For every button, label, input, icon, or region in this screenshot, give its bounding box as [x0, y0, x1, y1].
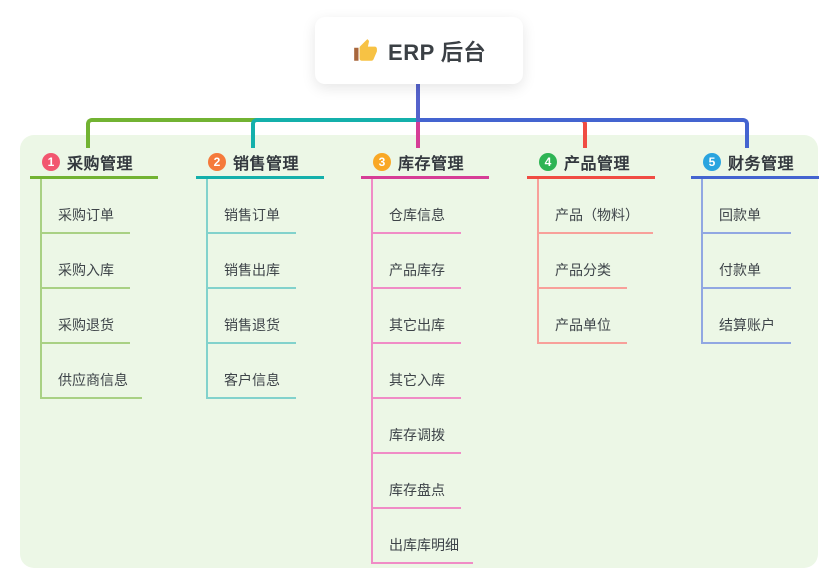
branch-number-badge: 1	[42, 152, 60, 171]
thumbs-up-icon	[352, 38, 378, 64]
branch-number-badge: 5	[703, 152, 721, 171]
branch-number-badge: 2	[208, 152, 226, 171]
child-node[interactable]: 采购入库	[40, 234, 130, 289]
branch-children: 销售订单 销售出库 销售退货 客户信息	[206, 179, 324, 399]
root-node-label: ERP 后台	[388, 39, 486, 65]
branch-header-sales[interactable]: 2 销售管理	[196, 147, 324, 179]
child-node[interactable]: 销售出库	[206, 234, 296, 289]
branch-title: 产品管理	[564, 155, 631, 173]
child-node[interactable]: 结算账户	[701, 289, 791, 344]
branch-purchase-management: 1 采购管理 采购订单 采购入库 采购退货 供应商信息	[30, 147, 158, 399]
branch-title: 库存管理	[398, 155, 465, 173]
branch-title: 采购管理	[67, 155, 134, 173]
child-node[interactable]: 仓库信息	[371, 179, 461, 234]
branch-header-purchase[interactable]: 1 采购管理	[30, 147, 158, 179]
branch-children: 产品（物料） 产品分类 产品单位	[537, 179, 655, 344]
child-node[interactable]: 库存调拨	[371, 399, 461, 454]
child-node[interactable]: 产品分类	[537, 234, 627, 289]
child-node[interactable]: 客户信息	[206, 344, 296, 399]
child-node[interactable]: 其它入库	[371, 344, 461, 399]
branch-header-inventory[interactable]: 3 库存管理	[361, 147, 489, 179]
child-node[interactable]: 付款单	[701, 234, 791, 289]
branch-header-finance[interactable]: 5 财务管理	[691, 147, 819, 179]
branch-children: 回款单 付款单 结算账户	[701, 179, 819, 344]
branch-number-badge: 4	[539, 152, 557, 171]
branch-number-badge: 3	[373, 152, 391, 171]
mindmap-panel	[20, 135, 818, 568]
branch-sales-management: 2 销售管理 销售订单 销售出库 销售退货 客户信息	[196, 147, 324, 399]
branch-children: 采购订单 采购入库 采购退货 供应商信息	[40, 179, 158, 399]
child-node[interactable]: 供应商信息	[40, 344, 142, 399]
child-node[interactable]: 销售退货	[206, 289, 296, 344]
child-node[interactable]: 采购订单	[40, 179, 130, 234]
child-node[interactable]: 库存盘点	[371, 454, 461, 509]
child-node[interactable]: 采购退货	[40, 289, 130, 344]
branch-title: 销售管理	[233, 155, 300, 173]
branch-finance-management: 5 财务管理 回款单 付款单 结算账户	[691, 147, 819, 344]
branch-title: 财务管理	[728, 155, 795, 173]
branch-product-management: 4 产品管理 产品（物料） 产品分类 产品单位	[527, 147, 655, 344]
child-node[interactable]: 回款单	[701, 179, 791, 234]
child-node[interactable]: 产品（物料）	[537, 179, 653, 234]
root-connector	[416, 84, 420, 122]
branch-children: 仓库信息 产品库存 其它出库 其它入库 库存调拨 库存盘点 出库库明细	[371, 179, 489, 564]
root-node[interactable]: ERP 后台	[315, 17, 523, 84]
child-node[interactable]: 出库库明细	[371, 509, 473, 564]
child-node[interactable]: 产品库存	[371, 234, 461, 289]
child-node[interactable]: 产品单位	[537, 289, 627, 344]
branch-inventory-management: 3 库存管理 仓库信息 产品库存 其它出库 其它入库 库存调拨 库存盘点 出库库…	[361, 147, 489, 564]
branch-header-product[interactable]: 4 产品管理	[527, 147, 655, 179]
child-node[interactable]: 销售订单	[206, 179, 296, 234]
child-node[interactable]: 其它出库	[371, 289, 461, 344]
